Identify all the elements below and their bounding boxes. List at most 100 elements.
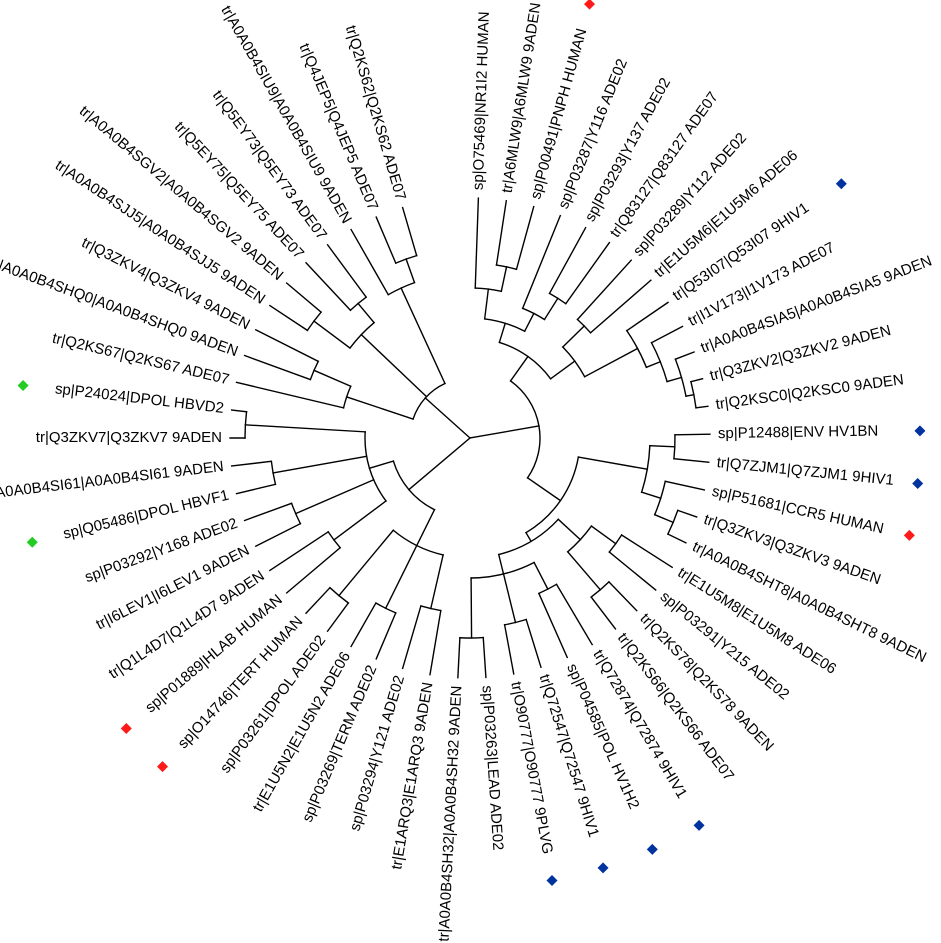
internal-branch [498, 322, 507, 344]
terminal-branch [254, 522, 302, 548]
internal-branch [525, 531, 533, 543]
blue-diamond-marker [597, 862, 609, 874]
internal-branch [685, 393, 695, 398]
terminal-branch [235, 381, 345, 409]
internal-branch [368, 460, 395, 470]
internal-branch [502, 573, 517, 624]
terminal-branch [620, 534, 674, 569]
internal-branch [244, 424, 366, 433]
blue-diamond-marker [693, 819, 705, 831]
internal-branch [337, 529, 395, 597]
internal-branch [577, 456, 649, 471]
internal-branch [653, 513, 675, 524]
internal-branch [313, 369, 352, 388]
tree-branches [229, 197, 711, 679]
terminal-branch [254, 328, 320, 363]
terminal-branch [548, 226, 587, 295]
internal-branch [640, 491, 662, 500]
terminal-branch [285, 282, 323, 314]
terminal-branch [230, 460, 273, 467]
red-diamond-marker [157, 761, 169, 773]
green-diamond-marker [17, 379, 29, 391]
terminal-branch [495, 199, 508, 266]
terminal-branch [690, 377, 704, 383]
internal-branch [424, 396, 471, 439]
internal-branch [400, 287, 446, 385]
leaf-label: tr|A0A0B4SH32|A0A0B4SH32 9ADEN [435, 685, 465, 942]
leaf-label: sp|P24024|DPOL HBVD2 [54, 380, 225, 417]
terminal-branch [326, 602, 350, 633]
terminal-branch [515, 205, 535, 271]
internal-branch [500, 266, 508, 293]
terminal-branch [230, 409, 248, 413]
internal-branch [332, 499, 387, 541]
internal-branch [312, 320, 351, 350]
terminal-branch [674, 351, 695, 361]
terminal-branch [350, 602, 377, 648]
terminal-branch [608, 551, 657, 591]
terminal-branch [676, 509, 698, 518]
terminal-branch [375, 611, 397, 660]
internal-branch [360, 333, 428, 398]
leaf-label: tr|Q7ZJM1|Q7ZJM1 9HIV1 [716, 454, 895, 489]
terminal-branch [268, 304, 309, 332]
blue-diamond-marker [835, 178, 847, 190]
terminal-branch [474, 197, 480, 289]
terminal-branch [564, 241, 611, 305]
terminal-branch [457, 637, 461, 679]
terminal-branch [375, 216, 397, 265]
red-diamond-marker [584, 0, 595, 10]
internal-branch [384, 544, 418, 610]
terminal-branch [285, 546, 342, 594]
terminal-branch [537, 592, 569, 659]
internal-branch [294, 478, 375, 515]
internal-branch [523, 312, 535, 333]
terminal-branch [589, 279, 652, 334]
leaf-label: sp|P12488|ENV HV1BN [718, 423, 879, 443]
leaf-label: tr|Q2KSC0|Q2KSC0 9ADEN [715, 371, 905, 413]
internal-branch [345, 396, 414, 420]
internal-branch [645, 360, 662, 369]
internal-branch [649, 444, 676, 448]
internal-branch [561, 324, 586, 348]
group-markers [17, 0, 926, 886]
leaf-label: tr|Q3ZKV7|Q3ZKV7 9ADEN [36, 429, 222, 446]
terminal-branch [666, 533, 687, 544]
terminal-branch [607, 580, 638, 612]
internal-branch [557, 518, 582, 541]
internal-branch [407, 437, 471, 491]
terminal-branch [243, 354, 312, 381]
internal-branch [509, 355, 529, 382]
terminal-branch [503, 624, 515, 675]
terminal-branch [305, 586, 331, 615]
green-diamond-marker [26, 536, 38, 548]
red-diamond-marker [903, 529, 915, 541]
branch-arc [509, 379, 541, 479]
terminal-branch [350, 228, 390, 296]
internal-branch [429, 554, 444, 610]
internal-branch [405, 258, 416, 284]
internal-branch [497, 553, 505, 575]
terminal-branch [525, 618, 542, 669]
terminal-branch [268, 530, 330, 572]
terminal-branch [674, 433, 711, 436]
internal-branch [666, 376, 683, 383]
internal-branch [583, 347, 639, 378]
terminal-branch [695, 405, 709, 409]
internal-branch [549, 360, 576, 380]
blue-diamond-marker [912, 477, 924, 489]
terminal-branch [590, 596, 617, 630]
leaf-label: sp|O75469|NR1I2 HUMAN [470, 11, 493, 190]
red-diamond-marker [120, 722, 132, 734]
blue-diamond-marker [646, 843, 658, 855]
blue-diamond-marker [914, 425, 926, 437]
terminal-branch [326, 243, 368, 299]
terminal-branch [235, 483, 277, 495]
blue-diamond-marker [546, 874, 558, 886]
internal-branch [526, 476, 562, 502]
internal-branch [566, 550, 602, 591]
terminal-branch [625, 301, 670, 332]
internal-branch [483, 288, 490, 320]
